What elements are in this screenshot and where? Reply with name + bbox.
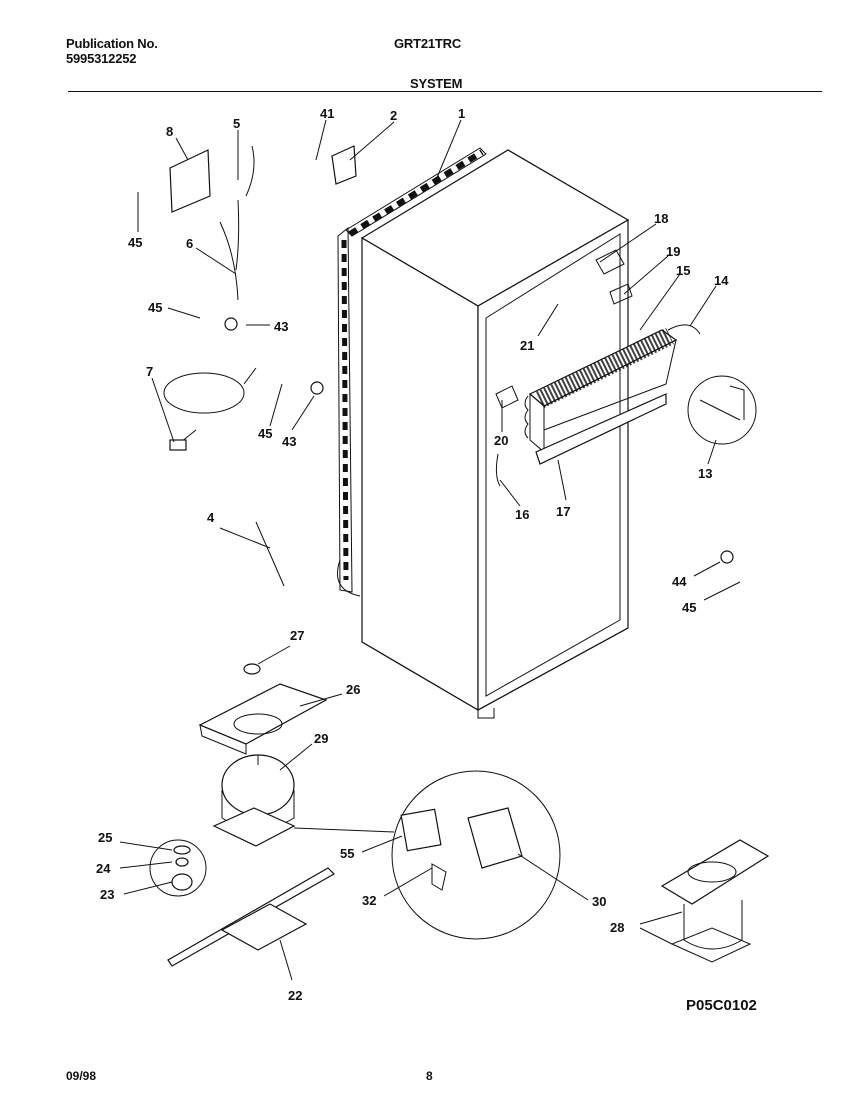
callout-45-top: 45 <box>128 235 142 250</box>
part-14 <box>667 324 701 335</box>
callout-18: 18 <box>654 211 668 226</box>
callout-29: 29 <box>314 731 328 746</box>
callout-43-upper: 43 <box>274 319 288 334</box>
section-title: SYSTEM <box>410 76 463 91</box>
evaporator <box>524 327 678 465</box>
part-5-6 <box>219 145 255 301</box>
callout-24: 24 <box>96 861 111 876</box>
callout-45-mid: 45 <box>148 300 162 315</box>
callout-32: 32 <box>362 893 376 908</box>
footer-date: 09/98 <box>66 1069 97 1083</box>
relay-detail <box>293 770 561 940</box>
part-43b <box>310 381 324 395</box>
compressor <box>212 754 296 847</box>
callout-21: 21 <box>520 338 534 353</box>
part-4 <box>255 521 285 587</box>
callout-23: 23 <box>100 887 114 902</box>
base-rail <box>167 867 335 967</box>
callout-16: 16 <box>515 507 529 522</box>
publication-label: Publication No. <box>66 36 158 51</box>
callout-30: 30 <box>592 894 606 909</box>
callout-15: 15 <box>676 263 690 278</box>
callout-20: 20 <box>494 433 508 448</box>
callout-14: 14 <box>714 273 729 288</box>
cabinet <box>360 149 630 719</box>
callout-4: 4 <box>207 510 215 525</box>
callout-28: 28 <box>610 920 624 935</box>
callout-27: 27 <box>290 628 304 643</box>
callout-45-right: 45 <box>682 600 696 615</box>
callout-5: 5 <box>233 116 240 131</box>
header-rule <box>68 91 822 92</box>
grommet-stack <box>149 839 207 897</box>
callout-22: 22 <box>288 988 302 1003</box>
detail-13 <box>687 375 757 445</box>
callout-25: 25 <box>98 830 112 845</box>
part-16 <box>495 453 501 487</box>
publication-number: 5995312252 <box>66 51 137 66</box>
callout-labels: 1 2 4 5 6 7 8 13 14 15 16 17 18 19 20 21… <box>96 106 729 1003</box>
parts-18-19-20 <box>495 249 633 409</box>
callout-6: 6 <box>186 236 193 251</box>
callout-7: 7 <box>146 364 153 379</box>
compressor-assembly <box>660 839 770 963</box>
callout-45-left: 45 <box>258 426 272 441</box>
diagram-code: P05C0102 <box>686 997 757 1014</box>
page-number: 8 <box>426 1069 433 1083</box>
callout-13: 13 <box>698 466 712 481</box>
callout-26: 26 <box>346 682 360 697</box>
callout-2: 2 <box>390 108 397 123</box>
callout-19: 19 <box>666 244 680 259</box>
condenser-coil <box>337 147 487 597</box>
callout-43-lower: 43 <box>282 434 296 449</box>
part-44 <box>720 550 734 564</box>
part-7 <box>163 372 245 414</box>
part-2 <box>331 145 357 185</box>
callout-17: 17 <box>556 504 570 519</box>
small-parts <box>163 145 757 675</box>
callout-44: 44 <box>672 574 687 589</box>
callout-55: 55 <box>340 846 354 861</box>
leader-lines <box>119 119 741 981</box>
callout-8: 8 <box>166 124 173 139</box>
part-43a <box>224 317 238 331</box>
model-number: GRT21TRC <box>394 36 462 51</box>
callout-41: 41 <box>320 106 334 121</box>
callout-1: 1 <box>458 106 465 121</box>
drain-pan <box>198 683 328 755</box>
part-27 <box>243 663 261 675</box>
part-8 <box>169 149 211 213</box>
